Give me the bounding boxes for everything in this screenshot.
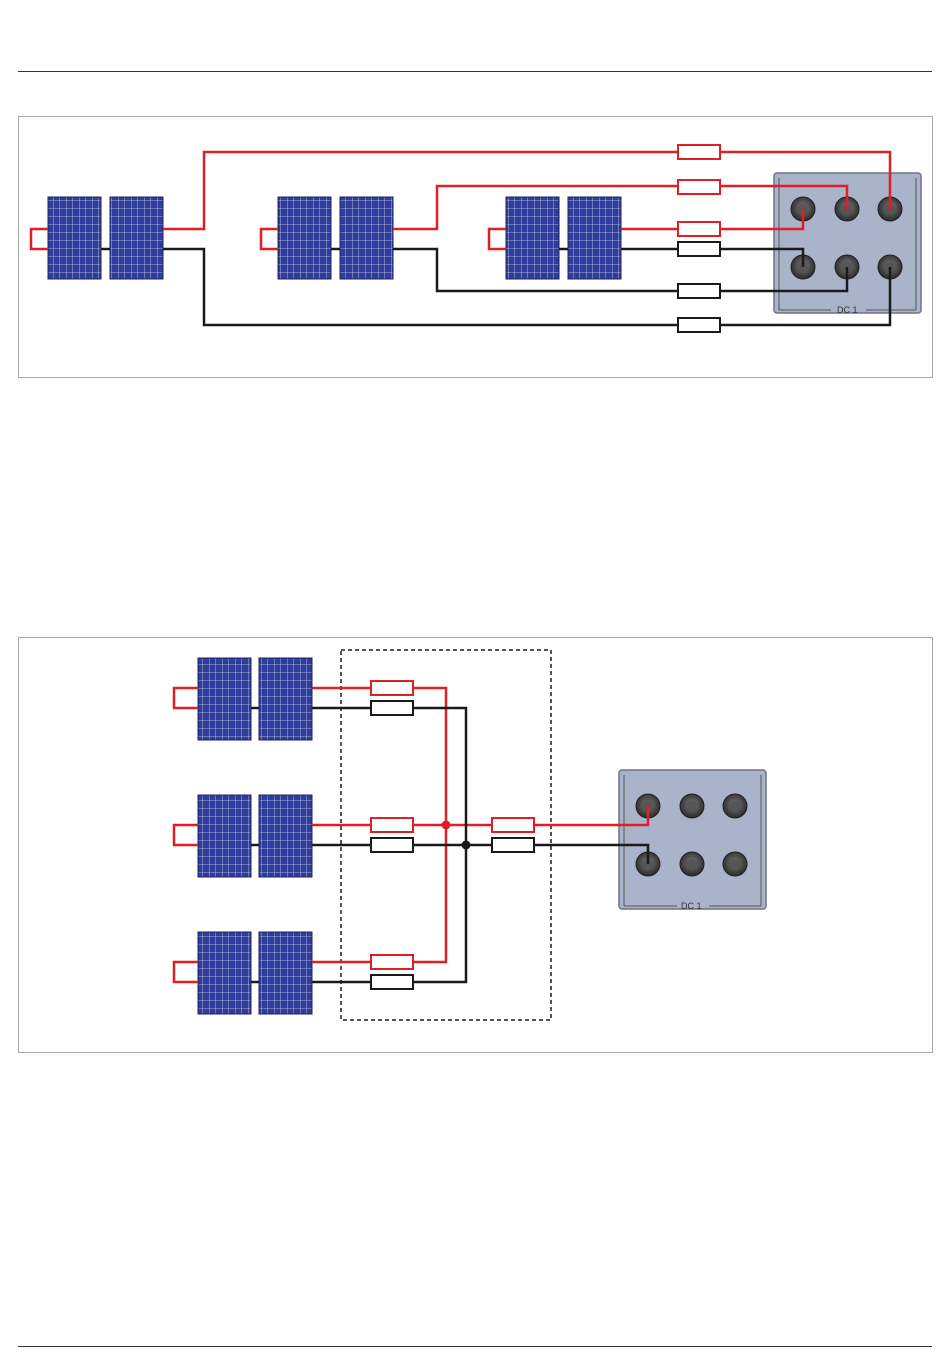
junction-positive	[442, 821, 451, 830]
junction-negative	[462, 841, 471, 850]
fuse-positive	[678, 145, 720, 159]
inverter-label: DC 1	[681, 901, 702, 911]
inverter-label: DC 1	[837, 305, 858, 315]
fuse-positive	[371, 681, 413, 695]
solar-panel	[198, 658, 251, 740]
solar-panel	[198, 932, 251, 1014]
solar-panel	[259, 932, 312, 1014]
fuse-negative	[678, 284, 720, 298]
fuse-negative	[678, 318, 720, 332]
fuse-positive	[371, 955, 413, 969]
solar-panel	[110, 197, 163, 279]
solar-panel	[259, 658, 312, 740]
diagram-top-frame: DC 1	[18, 116, 933, 378]
solar-panel	[259, 795, 312, 877]
fuse-negative	[371, 975, 413, 989]
dc-connector	[680, 852, 704, 876]
solar-panel	[506, 197, 559, 279]
fuse-negative	[492, 838, 534, 852]
dc-connector	[680, 794, 704, 818]
fuse-positive	[678, 180, 720, 194]
solar-panel	[278, 197, 331, 279]
solar-panel-group-bottom	[198, 658, 312, 1014]
solar-panel	[340, 197, 393, 279]
inverter-bottom: DC 1	[619, 770, 766, 911]
fuse-negative	[371, 838, 413, 852]
header-rule	[18, 71, 932, 72]
fuse-positive	[492, 818, 534, 832]
fuse-positive	[371, 818, 413, 832]
fuse-positive	[678, 222, 720, 236]
diagram-top: DC 1	[19, 117, 932, 377]
fuses-bottom	[371, 681, 534, 989]
solar-panel	[568, 197, 621, 279]
dc-connector	[723, 852, 747, 876]
diagram-bottom: DC 1	[19, 638, 932, 1052]
diagram-bottom-frame: DC 1	[18, 637, 933, 1053]
dc-connector	[723, 794, 747, 818]
fuses-top	[678, 145, 720, 332]
solar-panel	[198, 795, 251, 877]
solar-panel	[48, 197, 101, 279]
solar-panel-group-top	[48, 197, 621, 279]
footer-rule	[18, 1346, 932, 1347]
fuse-negative	[678, 242, 720, 256]
fuse-negative	[371, 701, 413, 715]
